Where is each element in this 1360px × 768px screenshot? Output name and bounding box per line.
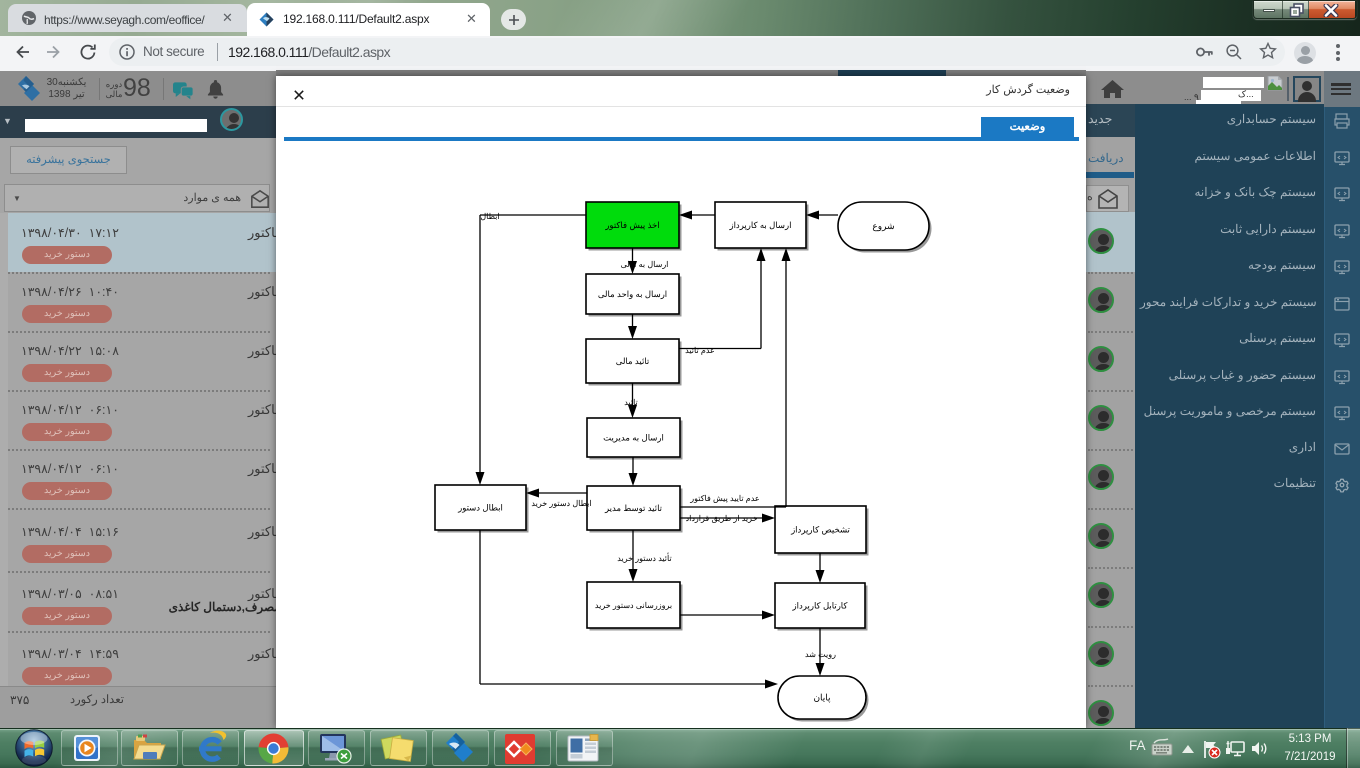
svg-text:شروع: شروع — [872, 221, 894, 232]
svg-text:ابطال: ابطال — [480, 212, 499, 221]
svg-text:رویت شد: رویت شد — [805, 650, 836, 659]
svg-text:ابطال دستور خرید: ابطال دستور خرید — [531, 499, 591, 508]
svg-text:تائید مالی: تائید مالی — [616, 356, 650, 366]
svg-text:اخذ پیش فاکتور: اخذ پیش فاکتور — [604, 220, 659, 231]
svg-text:عدم تائید: عدم تائید — [685, 346, 715, 355]
svg-text:ارسال به کارپرداز: ارسال به کارپرداز — [728, 220, 791, 231]
svg-text:بروزرسانی دستور خرید: بروزرسانی دستور خرید — [595, 601, 672, 610]
svg-text:کارتابل کارپرداز: کارتابل کارپرداز — [792, 601, 849, 612]
svg-text:ارسال به واحد مالی: ارسال به واحد مالی — [598, 289, 667, 300]
svg-text:پایان: پایان — [813, 693, 831, 704]
svg-text:تائید توسط مدیر: تائید توسط مدیر — [604, 503, 663, 514]
svg-text:تائید: تائید — [624, 398, 638, 407]
svg-text:تأئید دستور خرید: تأئید دستور خرید — [617, 552, 671, 563]
svg-text:ابطال دستور: ابطال دستور — [457, 503, 503, 514]
svg-text:ارسال به مالی: ارسال به مالی — [621, 260, 669, 269]
svg-text:عدم تایید پیش فاکتور: عدم تایید پیش فاکتور — [689, 494, 759, 503]
svg-text:خرید از طریق قرارداد: خرید از طریق قرارداد — [686, 514, 758, 523]
svg-text:ارسال به مدیریت: ارسال به مدیریت — [603, 433, 664, 444]
svg-text:تشخیص کارپرداز: تشخیص کارپرداز — [790, 525, 850, 536]
